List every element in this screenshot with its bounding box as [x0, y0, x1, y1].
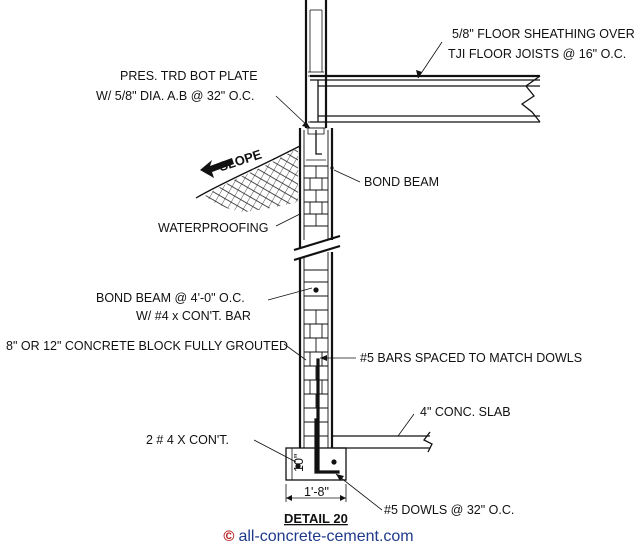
concrete-slab	[332, 431, 433, 453]
label-floor-sheathing-1: 5/8" FLOOR SHEATHING OVER	[452, 27, 635, 41]
soil-grade	[195, 145, 301, 212]
label-slab: 4" CONC. SLAB	[420, 405, 511, 419]
label-footing-width: 1'-8"	[304, 485, 329, 499]
label-footing-height: 10"	[292, 454, 306, 472]
label-cont-bars: 2 # 4 X CON'T.	[146, 433, 229, 447]
annotations: 5/8" FLOOR SHEATHING OVER TJI FLOOR JOIS…	[6, 27, 635, 526]
stud-wall	[304, 0, 328, 128]
block-wall-lower	[298, 252, 334, 472]
site-link[interactable]: all-concrete-cement.com	[238, 528, 414, 545]
break-lines	[293, 234, 341, 262]
slope-arrow	[200, 158, 234, 178]
label-bars-spaced: #5 BARS SPACED TO MATCH DOWLS	[360, 351, 582, 365]
label-floor-sheathing-2: TJI FLOOR JOISTS @ 16" O.C.	[448, 47, 626, 61]
label-detail-title: DETAIL 20	[284, 511, 348, 526]
label-bond-beam-top: BOND BEAM	[364, 175, 439, 189]
label-bottom-plate-1: PRES. TRD BOT PLATE	[120, 69, 258, 83]
block-wall-upper	[298, 127, 334, 248]
footing	[285, 418, 347, 502]
leader-lines	[253, 41, 443, 511]
label-concrete-block: 8" OR 12" CONCRETE BLOCK FULLY GROUTED	[6, 339, 288, 353]
label-dowels: #5 DOWLS @ 32" O.C.	[384, 503, 514, 517]
label-waterproofing: WATERPROOFING	[158, 221, 268, 235]
footer-credit: ©all-concrete-cement.com	[0, 528, 637, 546]
label-bond-beam-mid-1: BOND BEAM @ 4'-0" O.C.	[96, 291, 245, 305]
label-bond-beam-mid-2: W/ #4 x CON'T. BAR	[136, 309, 251, 323]
copyright-symbol: ©	[223, 528, 235, 545]
floor-joist	[310, 74, 541, 123]
label-bottom-plate-2: W/ 5/8" DIA. A.B @ 32" O.C.	[96, 89, 254, 103]
